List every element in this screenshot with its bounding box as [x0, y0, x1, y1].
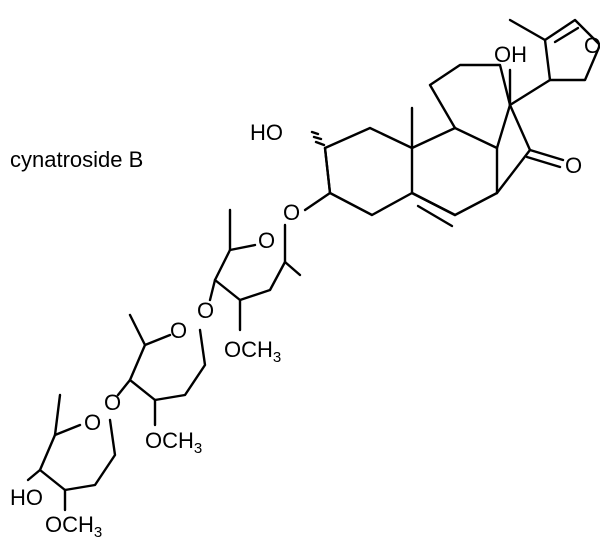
och3-3-label: OCH3: [45, 512, 102, 541]
sugar1-ring-o-label: O: [258, 228, 275, 253]
ho-sugar3-label: HO: [10, 485, 43, 510]
sugar2-ring-o-label: O: [170, 318, 187, 343]
glyco-link-3-label: O: [104, 390, 121, 415]
sugar3-ring-o-label: O: [84, 410, 101, 435]
hashed-wedge: [310, 130, 326, 147]
ketone-o-label: O: [565, 153, 582, 178]
sugar-3: [26, 393, 117, 512]
compound-name: cynatroside B: [10, 147, 143, 172]
sugar-1: [208, 208, 302, 332]
aglycone-skeleton: [303, 18, 600, 228]
oh-top-label: OH: [494, 42, 527, 67]
glyco-link-2-label: O: [197, 298, 214, 323]
sugar-2: [116, 313, 207, 427]
och3-2-label: OCH3: [145, 428, 202, 457]
och3-1-label: OCH3: [224, 337, 281, 366]
ho-ring-label: HO: [250, 120, 283, 145]
furan-o-label: O: [584, 33, 600, 58]
glyco-link-1-label: O: [283, 200, 300, 225]
